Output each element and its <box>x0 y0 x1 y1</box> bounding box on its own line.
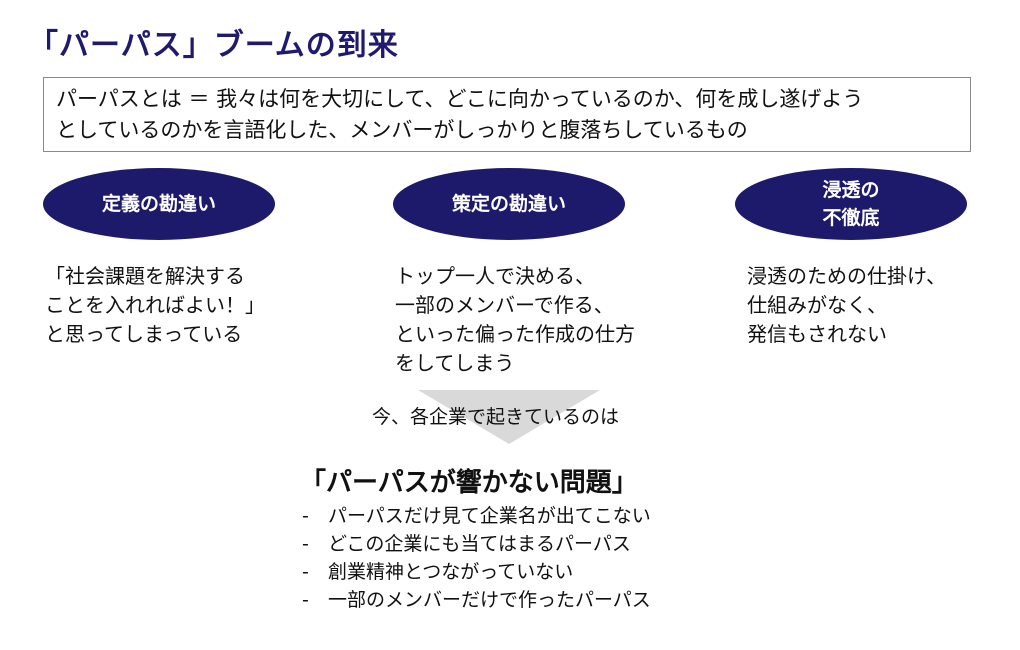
definition-misconception-oval: 定義の勘違い <box>43 168 275 240</box>
description-line: といった偏った作成の仕方 <box>395 322 635 346</box>
page-title: 「パーパス」ブームの到来 <box>28 28 399 63</box>
description-line: トップ一人で決める、 <box>395 264 595 288</box>
list-item: -どこの企業にも当てはまるパーパス <box>302 530 651 558</box>
formulation-misconception-description: トップ一人で決める、 一部のメンバーで作る、 といった偏った作成の仕方 をしてし… <box>395 262 635 378</box>
description-line: 「社会課題を解決する <box>45 264 245 288</box>
oval-label: 定義の勘違い <box>101 193 216 215</box>
list-item-text: 一部のメンバーだけで作ったパーパス <box>328 589 651 611</box>
problem-title: 「パーパスが響かない問題」 <box>300 468 638 498</box>
definition-line-2: としているのかを言語化した、メンバーがしっかりと腹落ちしているもの <box>56 118 748 142</box>
list-item-text: 創業精神とつながっていない <box>328 561 574 583</box>
description-line: 浸透のための仕掛け、 <box>747 264 946 288</box>
list-bullet: - <box>302 561 309 583</box>
list-item: -創業精神とつながっていない <box>302 558 651 586</box>
description-line: と思ってしまっている <box>45 322 243 346</box>
penetration-insufficient-description: 浸透のための仕掛け、 仕組みがなく、 発信もされない <box>747 262 946 349</box>
list-item-text: パーパスだけ見て企業名が出てこない <box>328 505 651 527</box>
down-arrow-shape <box>418 390 600 444</box>
oval-label: 策定の勘違い <box>451 193 566 215</box>
transition-text: 今、各企業で起きているのは <box>372 406 620 428</box>
description-line: 一部のメンバーで作る、 <box>395 293 614 317</box>
list-item: -一部のメンバーだけで作ったパーパス <box>302 586 651 614</box>
list-item: -パーパスだけ見て企業名が出てこない <box>302 502 651 530</box>
list-bullet: - <box>302 589 309 611</box>
definition-line-1: パーパスとは ＝ 我々は何を大切にして、どこに向かっているのか、何を成し遂げよう <box>56 87 864 111</box>
problem-list: -パーパスだけ見て企業名が出てこない -どこの企業にも当てはまるパーパス -創業… <box>302 502 651 614</box>
oval-label-line: 浸透の <box>822 179 880 201</box>
oval-label-line: 不徹底 <box>822 207 880 229</box>
list-bullet: - <box>302 505 309 527</box>
description-line: ことを入れればよい！」 <box>45 293 265 317</box>
list-item-text: どこの企業にも当てはまるパーパス <box>328 533 631 555</box>
formulation-misconception-oval: 策定の勘違い <box>393 168 625 240</box>
description-line: 発信もされない <box>747 322 887 346</box>
description-line: 仕組みがなく、 <box>747 293 887 317</box>
list-bullet: - <box>302 533 309 555</box>
description-line: をしてしまう <box>395 351 515 375</box>
penetration-insufficient-oval: 浸透の 不徹底 <box>735 168 967 240</box>
definition-misconception-description: 「社会課題を解決する ことを入れればよい！」 と思ってしまっている <box>45 262 265 349</box>
purpose-definition-box: パーパスとは ＝ 我々は何を大切にして、どこに向かっているのか、何を成し遂げよう… <box>43 77 971 152</box>
